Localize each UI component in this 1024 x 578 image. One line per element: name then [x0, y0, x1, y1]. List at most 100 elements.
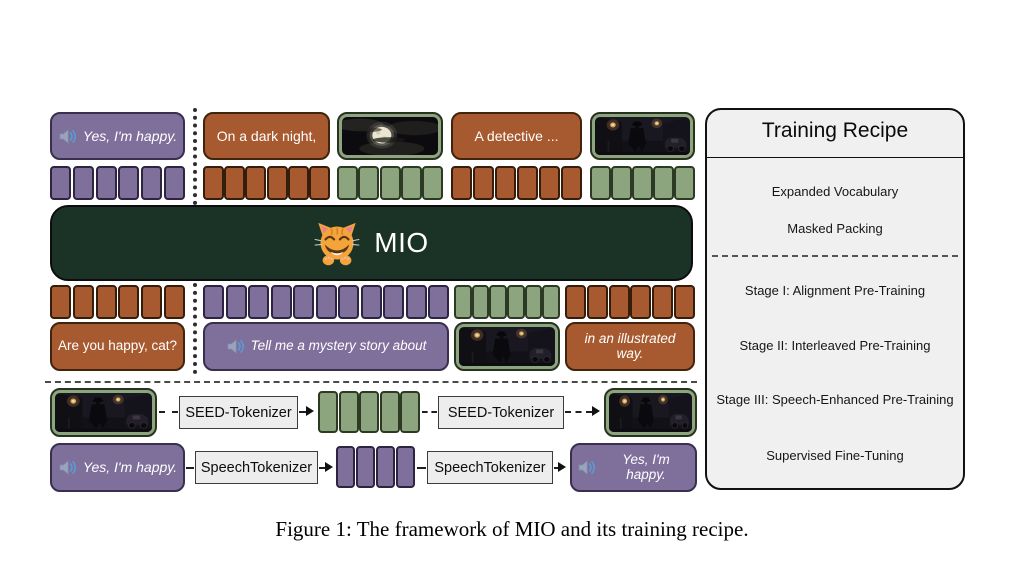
green-token	[611, 166, 632, 200]
brown-token	[224, 166, 246, 200]
recipe-item-sft: Supervised Fine-Tuning	[766, 448, 904, 463]
brown-token	[141, 285, 163, 319]
input-tokens-speech	[203, 285, 449, 319]
input-speech-text: Tell me a mystery story about	[250, 338, 427, 354]
mio-label: MIO	[374, 227, 429, 258]
purple-token	[203, 285, 224, 319]
seed-tokenizer-label: SEED-Tokenizer	[447, 404, 555, 421]
arrow-right-icon	[592, 406, 600, 416]
brown-token	[586, 285, 608, 319]
recipe-item-stage-2: Stage II: Interleaved Pre-Training	[739, 338, 931, 353]
training-recipe-title: Training Recipe	[761, 119, 909, 142]
dashed-connector	[565, 411, 592, 413]
speech-tokenizer-box-right: SpeechTokenizer	[427, 451, 553, 484]
brown-token	[473, 166, 494, 200]
green-token	[400, 391, 420, 433]
green-token	[542, 285, 561, 319]
figure-caption: Figure 1: The framework of MIO and its t…	[275, 517, 749, 541]
green-token	[338, 391, 359, 433]
input-tokens-text-1	[50, 285, 185, 319]
green-token	[400, 166, 422, 200]
brown-token	[266, 166, 288, 200]
arrow-right-icon	[558, 462, 566, 472]
brown-token	[608, 285, 630, 319]
speech-input-text: Yes, I'm happy.	[82, 459, 178, 476]
purple-token	[270, 285, 292, 319]
sequence-divider-dots	[193, 108, 197, 205]
output-speech-bubble: Yes, I'm happy.	[50, 112, 185, 160]
recipe-item-masked-packing: Masked Packing	[787, 221, 883, 236]
seed-tokenizer-label: SEED-Tokenizer	[185, 404, 292, 421]
speaker-icon	[58, 128, 77, 145]
green-token	[590, 166, 611, 200]
input-text-2: in an illustrated way.	[584, 331, 676, 361]
green-token	[471, 285, 490, 319]
purple-token	[315, 285, 337, 319]
brown-token	[203, 166, 224, 200]
purple-token	[141, 166, 163, 200]
output-tokens-text-1	[203, 166, 330, 200]
output-speech-text: Yes, I'm happy.	[82, 127, 178, 144]
purple-token	[396, 446, 415, 488]
mio-model-box: MIO	[50, 205, 693, 281]
input-tokens-image	[454, 285, 561, 319]
brown-token	[561, 166, 582, 200]
recipe-item-stage-3: Stage III: Speech-Enhanced Pre-Training	[716, 392, 954, 407]
green-token	[653, 166, 674, 200]
speech-tokenizer-box-left: SpeechTokenizer	[195, 451, 318, 484]
purple-token	[405, 285, 427, 319]
arrow-right-icon	[325, 462, 333, 472]
green-token	[454, 285, 472, 319]
dashed-connector	[554, 467, 558, 469]
speech-output-text: Yes, I'm happy.	[622, 452, 670, 482]
speaker-icon	[58, 459, 77, 476]
purple-token	[118, 166, 140, 200]
input-text-1: Are you happy, cat?	[57, 338, 178, 354]
green-token	[359, 391, 379, 433]
moon-night-image	[337, 112, 443, 160]
purple-token	[95, 166, 117, 200]
grinning-cat-icon	[314, 220, 360, 266]
brown-token	[118, 285, 140, 319]
purple-token	[383, 285, 404, 319]
output-tokens-speech	[50, 166, 185, 200]
dashed-connector	[319, 467, 325, 469]
speech-input-bubble: Yes, I'm happy.	[50, 443, 185, 492]
seed-tokenizer-box-left: SEED-Tokenizer	[179, 396, 298, 429]
brown-token	[565, 285, 586, 319]
training-recipe-panel: Training Recipe Expanded Vocabulary Mask…	[705, 108, 965, 490]
input-tokens-text-2	[565, 285, 695, 319]
brown-token	[163, 285, 185, 319]
purple-token	[163, 166, 185, 200]
purple-token	[356, 446, 375, 488]
speech-tokenizer-label: SpeechTokenizer	[200, 459, 313, 476]
green-token	[489, 285, 508, 319]
purple-token	[336, 446, 355, 488]
brown-token	[287, 166, 309, 200]
panel-header-rule	[707, 157, 963, 158]
output-text-box-1: On a dark night,	[203, 112, 330, 160]
dashed-connector	[417, 467, 426, 469]
detective-street-image	[454, 322, 560, 371]
dashed-connector	[186, 467, 194, 469]
green-token	[422, 166, 443, 200]
section-separator	[45, 381, 697, 383]
purple-token	[376, 446, 395, 488]
speaker-icon	[226, 338, 245, 355]
dashed-connector	[159, 411, 178, 413]
brown-token	[451, 166, 472, 200]
seed-tokenizer-box-right: SEED-Tokenizer	[438, 396, 564, 429]
purple-token	[338, 285, 359, 319]
green-token	[379, 391, 400, 433]
input-speech-bubble: Tell me a mystery story about	[203, 322, 449, 371]
purple-token	[72, 166, 94, 200]
purple-token	[293, 285, 314, 319]
output-tokens-image-1	[337, 166, 443, 200]
purple-token	[225, 285, 247, 319]
green-token	[379, 166, 401, 200]
brown-token	[652, 285, 674, 319]
output-tokens-image-2	[590, 166, 695, 200]
green-token	[358, 166, 380, 200]
purple-token	[248, 285, 269, 319]
